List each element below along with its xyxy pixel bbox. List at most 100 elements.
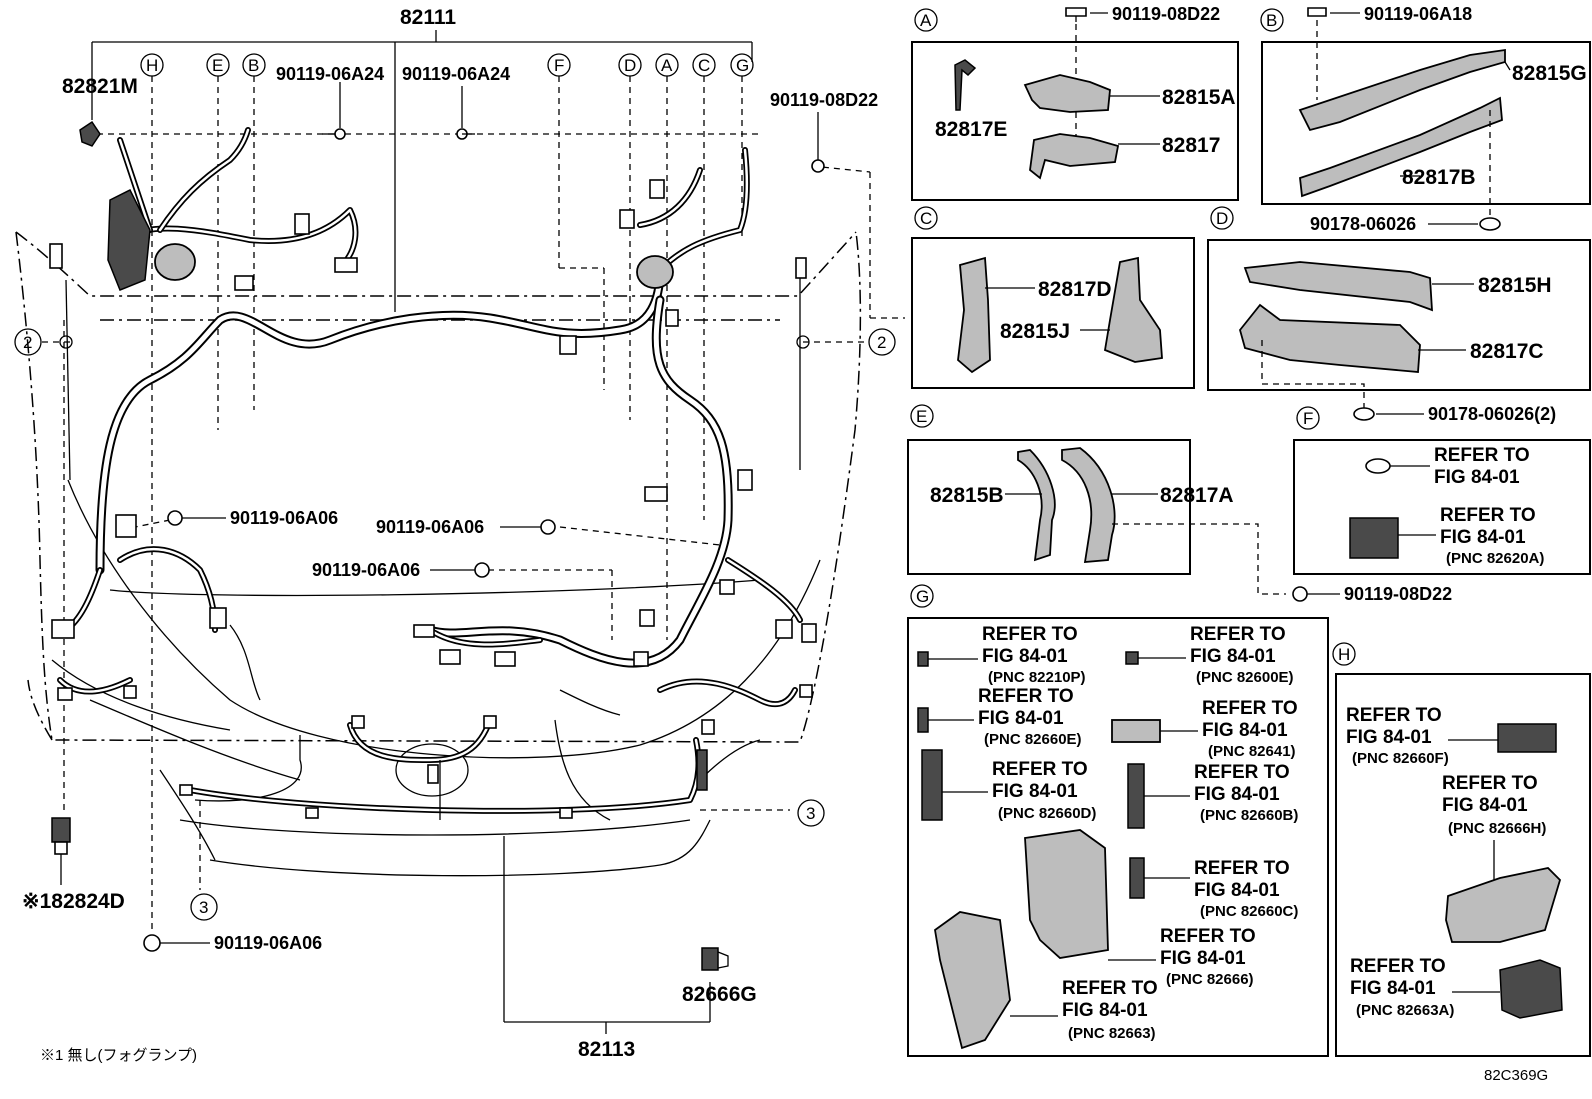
harness-connectors: [49, 179, 817, 819]
part-82817a-shape: [1061, 447, 1116, 563]
svg-text:(PNC 82666): (PNC 82666): [1166, 971, 1254, 988]
svg-text:FIG 84-01: FIG 84-01: [1346, 727, 1432, 748]
svg-text:FIG 84-01: FIG 84-01: [978, 708, 1064, 729]
view-marker-b[interactable]: B: [242, 53, 266, 77]
main-diagram: 82111: [14, 6, 905, 1064]
relay-icon: [1129, 857, 1145, 899]
bolt-mid-center[interactable]: 90119-06A06: [376, 517, 556, 537]
svg-text:(PNC 82660C): (PNC 82660C): [1200, 903, 1298, 920]
bolt-upper-center[interactable]: 90119-06A24: [402, 64, 510, 140]
svg-text:REFER TO: REFER TO: [992, 759, 1088, 780]
svg-text:REFER TO: REFER TO: [1062, 978, 1158, 999]
connector-icon: [1125, 651, 1139, 665]
location-marker-2-left[interactable]: 2: [14, 328, 42, 356]
svg-text:82821M: 82821M: [62, 75, 138, 98]
part-82817a-label: 82817A: [1160, 484, 1234, 507]
bolt-bottom-left[interactable]: 90119-06A06: [143, 933, 322, 953]
svg-text:G: G: [736, 56, 749, 75]
part-82817b-label: 82817B: [1402, 166, 1476, 189]
svg-text:E: E: [212, 56, 223, 75]
svg-text:(PNC 82660E): (PNC 82660E): [984, 731, 1082, 748]
view-marker-e[interactable]: E: [206, 53, 230, 77]
location-marker-3-right[interactable]: 3: [797, 799, 825, 827]
part-82815a-label: 82815A: [1162, 86, 1236, 109]
view-marker-h[interactable]: H: [140, 53, 164, 77]
svg-text:FIG 84-01: FIG 84-01: [1202, 720, 1288, 741]
bolt-e[interactable]: 90119-08D22: [1292, 584, 1452, 604]
svg-text:B: B: [1266, 11, 1277, 30]
figure-code: 82C369G: [1484, 1067, 1548, 1084]
svg-text:90119-06A24: 90119-06A24: [402, 64, 510, 84]
svg-text:FIG 84-01: FIG 84-01: [1194, 784, 1280, 805]
svg-text:REFER TO: REFER TO: [1194, 858, 1290, 879]
ref-f1-line1: REFER TO: [1434, 445, 1530, 466]
connector-icon: [917, 707, 929, 733]
bolt-mid-left[interactable]: 90119-06A06: [167, 508, 338, 528]
footnote: ※1 無し(フォグランプ): [40, 1047, 197, 1064]
svg-text:G: G: [916, 587, 929, 606]
svg-text:(PNC 82666H): (PNC 82666H): [1448, 820, 1546, 837]
svg-text:REFER TO: REFER TO: [1350, 956, 1446, 977]
bolt-mid-lower[interactable]: 90119-06A06: [312, 560, 490, 580]
part-82815j-label: 82815J: [1000, 320, 1070, 343]
svg-text:REFER TO: REFER TO: [1346, 705, 1442, 726]
connector-block-icon: [1499, 959, 1563, 1019]
connector-icon: [917, 651, 929, 667]
view-marker-leaders: [42, 76, 905, 930]
part-number-82113: 82113: [578, 1038, 635, 1061]
svg-text:90178-06026(2): 90178-06026(2): [1428, 404, 1556, 424]
bolt-upper-right[interactable]: 90119-08D22: [770, 90, 878, 173]
svg-text:B: B: [248, 56, 259, 75]
svg-text:C: C: [920, 209, 932, 228]
part-82815g-label: 82815G: [1512, 62, 1587, 85]
connector-82824d[interactable]: ※182824D: [22, 817, 125, 913]
svg-text:(PNC 82663): (PNC 82663): [1068, 1025, 1156, 1042]
ref-f2-line2: FIG 84-01: [1440, 527, 1526, 548]
svg-text:(PNC 82600E): (PNC 82600E): [1196, 669, 1294, 686]
svg-text:FIG 84-01: FIG 84-01: [1160, 948, 1246, 969]
part-82817-label: 82817: [1162, 134, 1220, 157]
part-82815h-shape: [1243, 261, 1433, 312]
location-marker-3-left[interactable]: 3: [190, 893, 218, 921]
svg-text:REFER TO: REFER TO: [1202, 698, 1298, 719]
part-82815b-shape: [1017, 449, 1056, 562]
main-bolts: 90119-06A24 90119-06A24 90119-08D22 9011…: [143, 64, 878, 953]
view-markers: H E B F D A C G: [140, 53, 754, 77]
connector-82821m[interactable]: 82821M: [62, 75, 138, 147]
svg-text:82666G: 82666G: [682, 983, 757, 1006]
clip-d[interactable]: 90178-06026(2): [1353, 404, 1556, 424]
svg-text:2: 2: [23, 333, 32, 352]
bolt-b[interactable]: 90119-06A18: [1307, 4, 1472, 100]
svg-text:C: C: [698, 56, 710, 75]
connector-block-icon: [1497, 723, 1557, 753]
relay-block-icon: [1349, 517, 1399, 559]
part-82817d-shape: [957, 256, 991, 374]
view-marker-a[interactable]: A: [655, 53, 679, 77]
bolt-upper-left[interactable]: 90119-06A24: [276, 64, 384, 140]
module-icon: [1111, 719, 1161, 743]
location-marker-2-right[interactable]: 2: [868, 328, 896, 356]
svg-text:90119-06A06: 90119-06A06: [376, 517, 484, 537]
top-part-bracket: 82111: [91, 6, 753, 312]
svg-text:F: F: [554, 56, 564, 75]
detail-box-a: A 90119-08D22 82815A 82817 82817E: [911, 4, 1239, 201]
svg-text:90119-06A06: 90119-06A06: [312, 560, 420, 580]
detail-box-c: C 82817D 82815J: [911, 206, 1195, 389]
view-marker-d[interactable]: D: [618, 53, 642, 77]
connector-82666g[interactable]: 82666G: [682, 947, 757, 1006]
svg-text:2: 2: [877, 333, 886, 352]
svg-text:(PNC 82660D): (PNC 82660D): [998, 805, 1096, 822]
svg-text:D: D: [1216, 209, 1228, 228]
clip-b[interactable]: 90178-06026: [1310, 214, 1501, 234]
bracket-icon: [1445, 867, 1562, 943]
junction-block-icon: [1024, 829, 1109, 959]
svg-text:3: 3: [199, 898, 208, 917]
detail-box-g: G REFER TO FIG 84-01 (PNC 82210P) REFER …: [907, 584, 1329, 1057]
view-marker-g[interactable]: G: [730, 53, 754, 77]
svg-text:90119-06A18: 90119-06A18: [1364, 4, 1472, 24]
view-marker-f[interactable]: F: [547, 53, 571, 77]
bolt-a[interactable]: 90119-08D22: [1065, 4, 1220, 140]
view-marker-c[interactable]: C: [692, 53, 716, 77]
part-82817c-shape: [1239, 303, 1421, 373]
svg-text:FIG 84-01: FIG 84-01: [1350, 978, 1436, 999]
